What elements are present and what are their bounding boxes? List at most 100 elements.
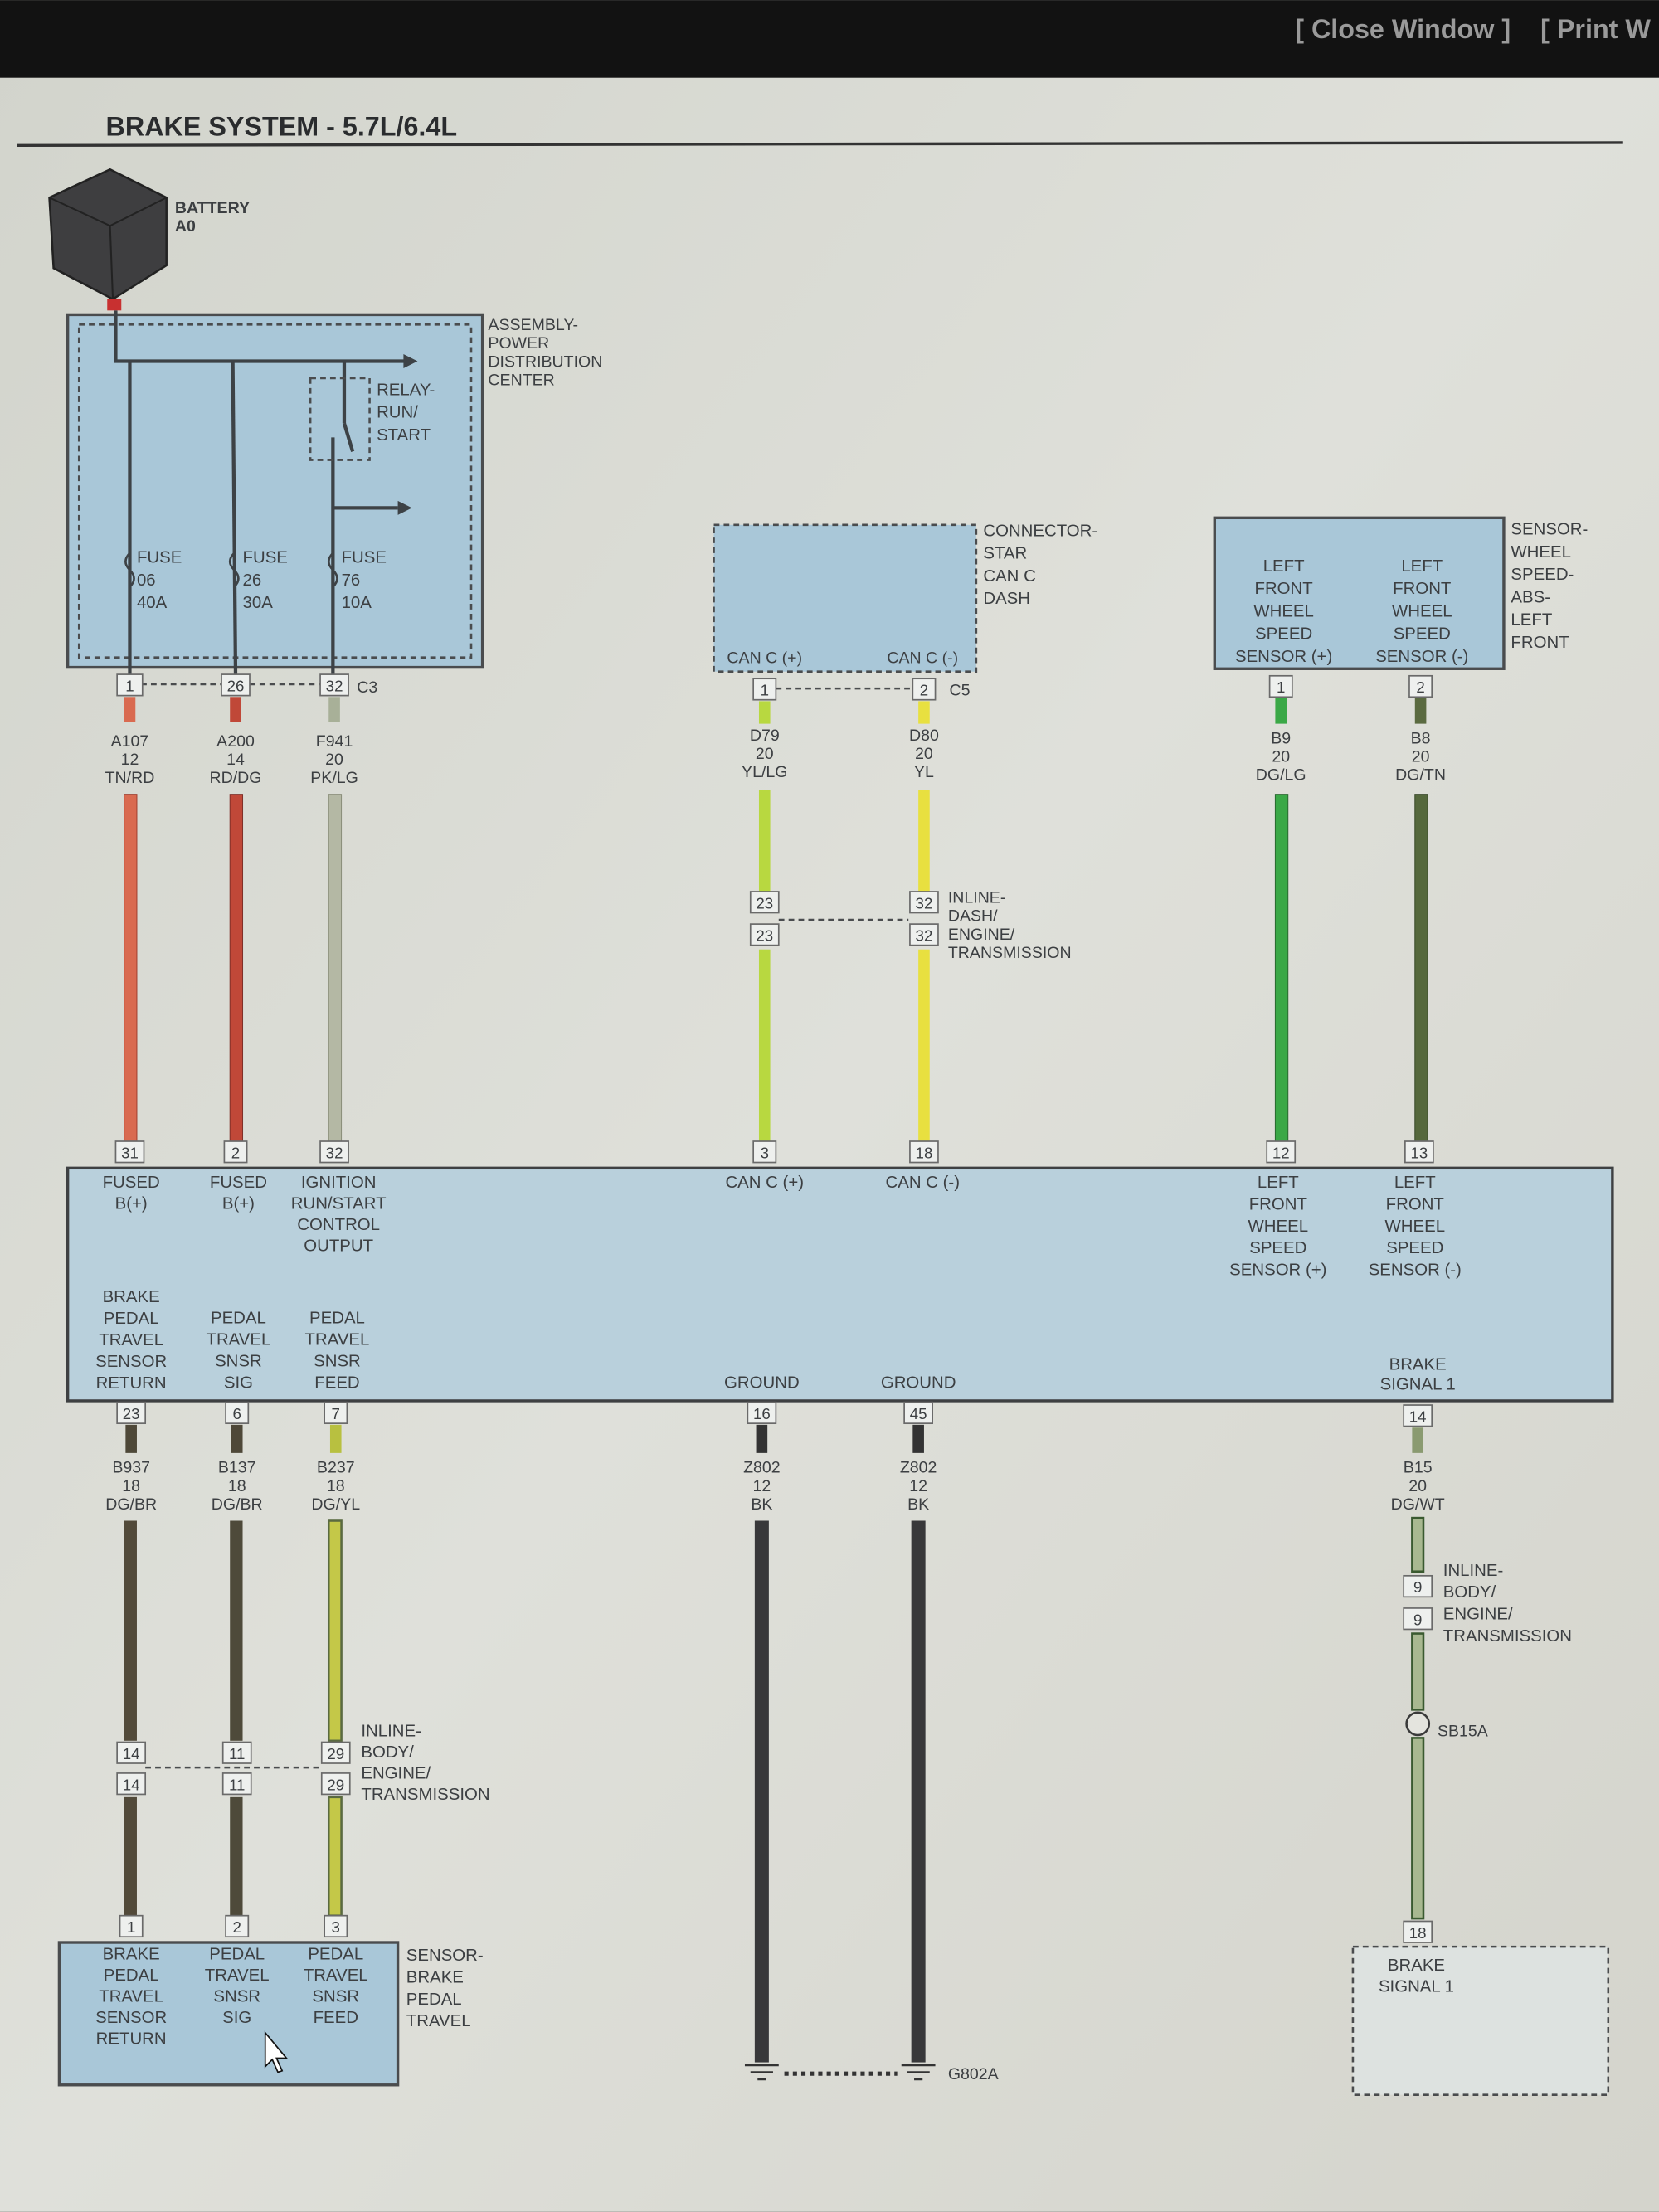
svg-text:1: 1 xyxy=(127,1918,135,1936)
c5-label: C5 xyxy=(950,682,971,700)
close-window-link[interactable]: [ Close Window ] xyxy=(1295,14,1511,44)
label-line: RETURN xyxy=(96,1374,167,1393)
label-line: BRAKE xyxy=(406,1968,464,1986)
svg-text:23: 23 xyxy=(123,1405,140,1422)
label-line: SENSOR xyxy=(95,1353,167,1371)
svg-text:2: 2 xyxy=(233,1918,241,1936)
wire-circuit: B8 xyxy=(1411,729,1431,747)
power-distribution-center xyxy=(66,313,484,669)
pin: 1 xyxy=(116,673,144,697)
pin: 3 xyxy=(752,1140,777,1164)
wire-gauge: 12 xyxy=(909,1477,927,1495)
wire-circuit: F941 xyxy=(316,732,353,751)
pin: 32 xyxy=(319,1140,349,1164)
svg-text:11: 11 xyxy=(229,1745,245,1762)
label-line: TRAVEL xyxy=(305,1330,370,1349)
label-line: DISTRIBUTION xyxy=(488,352,602,371)
label-line: PEDAL xyxy=(104,1966,159,1985)
label-line: SIGNAL 1 xyxy=(1380,1375,1456,1393)
pin: 6 xyxy=(225,1401,250,1425)
label-line: POWER xyxy=(488,334,549,352)
label-line: RELAY- xyxy=(377,381,435,399)
abs-module xyxy=(66,1166,1614,1403)
wire-circuit: D79 xyxy=(750,727,780,745)
svg-text:29: 29 xyxy=(327,1745,344,1762)
wire-color: DG/TN xyxy=(1395,766,1446,785)
svg-text:1: 1 xyxy=(761,682,769,699)
svg-text:2: 2 xyxy=(231,1144,240,1161)
wire-gauge: 20 xyxy=(915,745,933,763)
window-header-bar xyxy=(0,0,1659,78)
wire-gauge: 20 xyxy=(1412,748,1430,766)
wire-color: DG/LG xyxy=(1256,766,1306,785)
pin: 14 xyxy=(116,1772,147,1796)
label-line: TRAVEL xyxy=(99,1987,163,2005)
svg-text:32: 32 xyxy=(326,1144,343,1161)
module-pin-label: CAN C (-) xyxy=(886,1174,960,1192)
pedal-sensor-pin-label: BRAKE PEDAL TRAVEL SENSOR RETURN xyxy=(95,1945,167,2048)
label-line: 30A xyxy=(243,594,274,612)
battery-icon xyxy=(48,168,168,311)
label-line: SNSR xyxy=(213,1987,260,2005)
pin: 11 xyxy=(221,1741,252,1764)
label-line: SPEED xyxy=(1394,625,1451,644)
label-line: PEDAL xyxy=(211,1309,266,1327)
wire-gauge: 12 xyxy=(752,1477,771,1495)
label-line: BODY/ xyxy=(1443,1583,1496,1602)
pin: 32 xyxy=(909,891,939,914)
wire-color: BK xyxy=(907,1495,929,1514)
label-line: BODY/ xyxy=(361,1743,414,1762)
pin: 18 xyxy=(909,1140,939,1164)
pin: 9 xyxy=(1403,1574,1433,1598)
label-line: RUN/START xyxy=(291,1195,387,1213)
label-line: FRONT xyxy=(1511,634,1569,652)
relay-label: RELAY-RUN/START xyxy=(377,381,435,444)
pin: 45 xyxy=(903,1401,933,1425)
pin: 18 xyxy=(1403,1920,1433,1943)
wire-gauge: 20 xyxy=(1272,748,1290,766)
svg-text:26: 26 xyxy=(227,678,245,695)
label-line: WHEEL xyxy=(1392,602,1452,620)
pin: 29 xyxy=(320,1741,351,1764)
label-line: RETURN xyxy=(96,2030,167,2048)
label-line: TRANSMISSION xyxy=(1443,1627,1572,1646)
label-line: CAN C xyxy=(983,567,1035,586)
label-line: SENSOR xyxy=(95,2009,167,2027)
pin: 29 xyxy=(320,1772,351,1796)
pin: 2 xyxy=(223,1140,248,1164)
label-line: GROUND xyxy=(724,1374,800,1393)
svg-text:32: 32 xyxy=(916,927,933,945)
label-line: GROUND xyxy=(881,1374,956,1393)
can-star-connector xyxy=(713,523,978,673)
svg-text:13: 13 xyxy=(1410,1144,1428,1161)
label-line: INLINE- xyxy=(1443,1562,1504,1580)
print-window-link[interactable]: [ Print W xyxy=(1540,14,1651,44)
lower-wire-stubs xyxy=(125,1424,1423,1453)
svg-text:32: 32 xyxy=(326,678,343,695)
svg-text:1: 1 xyxy=(125,678,134,695)
label-line: FUSE xyxy=(243,549,288,567)
wire-circuit: B937 xyxy=(112,1459,150,1477)
svg-text:1: 1 xyxy=(1277,678,1285,696)
label-line: CONTROL xyxy=(297,1216,380,1234)
svg-text:11: 11 xyxy=(229,1776,245,1793)
label-line: BRAKE xyxy=(103,1945,160,1963)
svg-text:23: 23 xyxy=(756,894,773,912)
label-line: TRAVEL xyxy=(205,1966,270,1985)
wire-gauge: 12 xyxy=(121,751,139,769)
svg-text:3: 3 xyxy=(332,1918,340,1936)
fuse-icons xyxy=(124,552,338,588)
wire-circuit: D80 xyxy=(909,727,939,745)
page-title: BRAKE SYSTEM - 5.7L/6.4L xyxy=(106,111,458,141)
pin: 11 xyxy=(221,1772,252,1796)
